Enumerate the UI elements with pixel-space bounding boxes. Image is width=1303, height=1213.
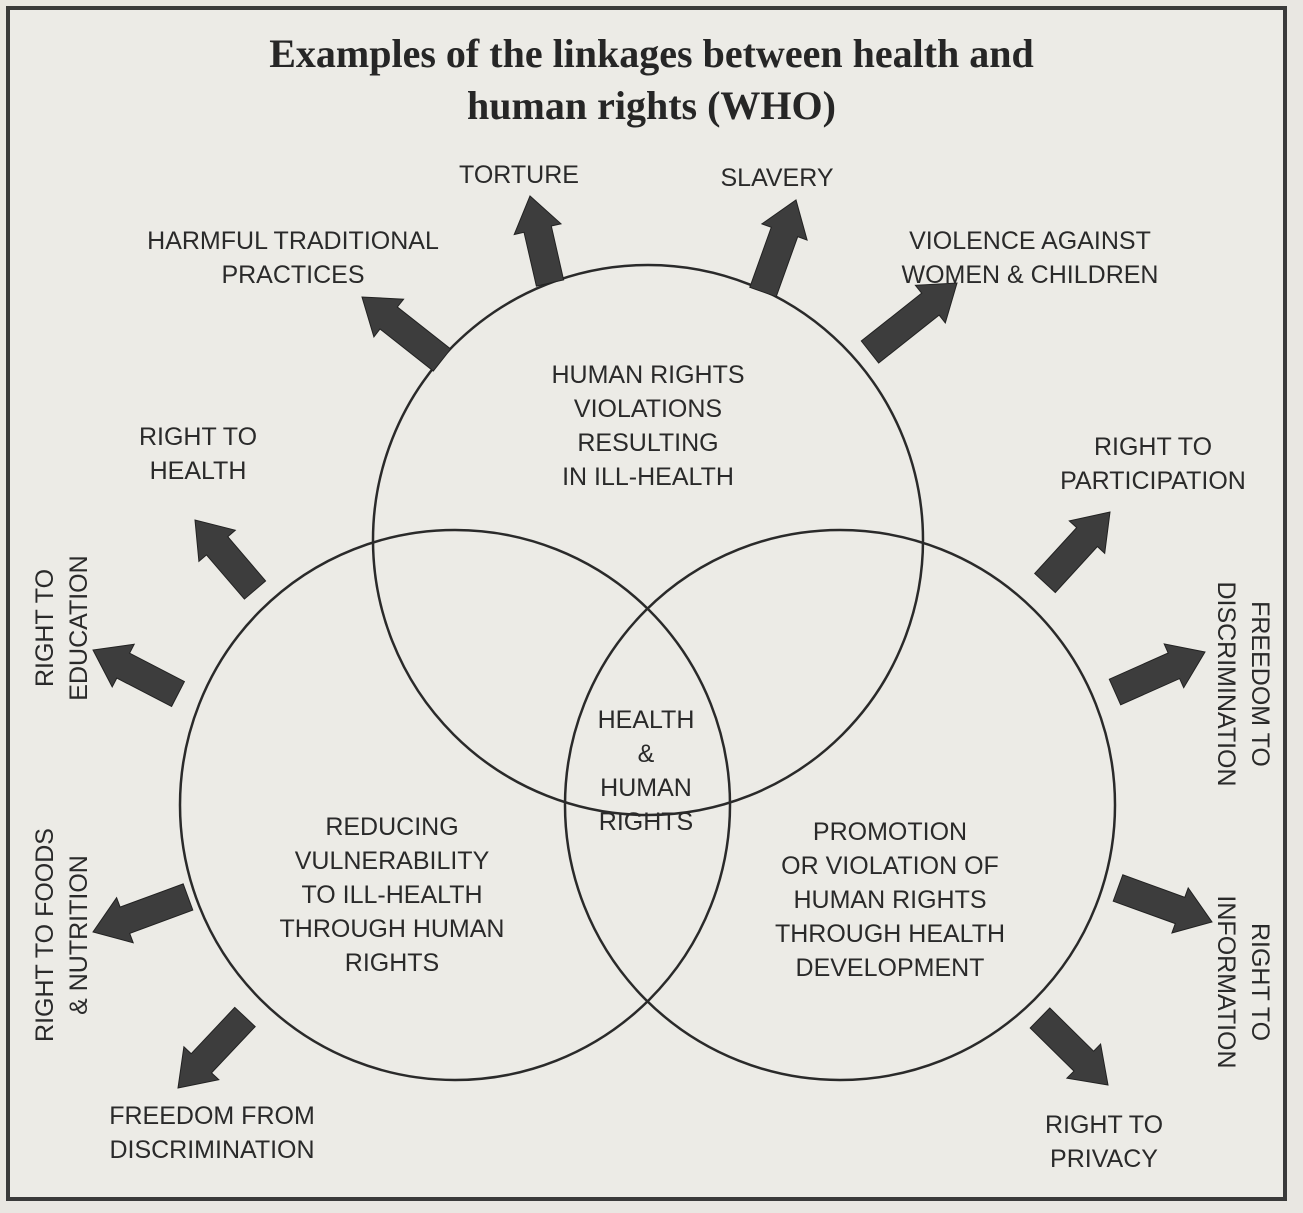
top-circle-label: HUMAN RIGHTS VIOLATIONS RESULTING IN ILL… — [551, 358, 744, 494]
label-line: WOMEN & CHILDREN — [901, 261, 1159, 289]
arrow-health — [194, 519, 267, 600]
right-circle-line: PROMOTION — [812, 818, 968, 846]
label-freedom-from-discrimination: FREEDOM FROM DISCRIMINATION — [109, 1099, 315, 1167]
label-line: INFORMATION — [1212, 895, 1240, 1069]
label-line: & NUTRITION — [65, 855, 93, 1015]
circle-left — [178, 528, 732, 1082]
left-circle-line: VULNERABILITY — [294, 847, 490, 875]
arrow-slavery — [749, 199, 808, 298]
circle-top — [371, 263, 925, 817]
right-circle-line: DEVELOPMENT — [795, 954, 985, 982]
circle-right — [563, 528, 1117, 1082]
right-circle-line: THROUGH HEALTH — [774, 920, 1006, 948]
label-line: DISCRIMINATION — [109, 1136, 315, 1164]
label-line: PARTICIPATION — [1060, 467, 1246, 495]
label-line: RIGHT TO — [1246, 922, 1274, 1042]
right-circle-label: PROMOTION OR VIOLATION OF HUMAN RIGHTS T… — [775, 815, 1005, 985]
title-line-2: human rights (WHO) — [467, 83, 836, 128]
left-circle-line: REDUCING — [325, 813, 459, 841]
label-line: DISCRIMINATION — [1212, 581, 1240, 787]
label-line: RIGHT TO — [1093, 433, 1213, 461]
label-line: FREEDOM FROM — [109, 1102, 315, 1130]
label-line: RIGHT TO — [138, 423, 258, 451]
label-right-to-participation: RIGHT TO PARTICIPATION — [1060, 430, 1246, 498]
center-line: HEALTH — [597, 706, 695, 734]
title-line-1: Examples of the linkages between health … — [269, 31, 1034, 76]
label-line: HEALTH — [149, 457, 247, 485]
label-right-to-privacy: RIGHT TO PRIVACY — [1045, 1108, 1163, 1176]
center-line: HUMAN — [600, 774, 692, 802]
label-right-to-education: RIGHT TO EDUCATION — [28, 555, 96, 700]
label-right-to-information: RIGHT TO INFORMATION — [1209, 895, 1277, 1068]
arrow-discrimination — [177, 1006, 256, 1089]
right-circle-line: HUMAN RIGHTS — [793, 886, 987, 914]
arrow-privacy — [1029, 1007, 1109, 1086]
left-circle-line: RIGHTS — [344, 949, 440, 977]
arrow-torture — [513, 195, 565, 287]
arrow-violence — [860, 282, 958, 364]
label-line: VIOLENCE AGAINST — [909, 227, 1151, 255]
arrow-education — [92, 643, 186, 708]
center-line: & — [637, 740, 655, 768]
top-circle-line: VIOLATIONS — [573, 395, 723, 423]
label-violence: VIOLENCE AGAINST WOMEN & CHILDREN — [902, 224, 1159, 292]
center-line: RIGHTS — [598, 808, 694, 836]
label-line: EDUCATION — [65, 555, 93, 701]
left-circle-label: REDUCING VULNERABILITY TO ILL-HEALTH THR… — [280, 810, 505, 980]
label-right-to-foods: RIGHT TO FOODS & NUTRITION — [28, 828, 96, 1042]
label-line: PRIVACY — [1050, 1145, 1158, 1173]
arrow-foods — [92, 883, 194, 944]
arrow-participation — [1033, 511, 1111, 594]
label-slavery: SLAVERY — [720, 161, 833, 195]
top-circle-line: IN ILL-HEALTH — [562, 463, 734, 491]
top-circle-line: HUMAN RIGHTS — [551, 361, 745, 389]
right-circle-line: OR VIOLATION OF — [781, 852, 999, 880]
label-freedom-to-information: FREEDOM TO DISCRIMINATION — [1209, 581, 1277, 786]
arrow-harmful — [361, 296, 452, 372]
label-line: RIGHT TO — [1044, 1111, 1164, 1139]
arrow-freedom-info — [1108, 643, 1206, 706]
label-line: RIGHT TO — [31, 568, 59, 688]
label-line: PRACTICES — [221, 261, 365, 289]
label-torture: TORTURE — [459, 158, 579, 192]
center-label: HEALTH & HUMAN RIGHTS — [598, 703, 695, 839]
left-circle-line: THROUGH HUMAN — [279, 915, 505, 943]
label-right-to-health: RIGHT TO HEALTH — [139, 420, 257, 488]
label-harmful-practices: HARMFUL TRADITIONAL PRACTICES — [147, 224, 439, 292]
label-line: SLAVERY — [720, 164, 834, 192]
label-line: HARMFUL TRADITIONAL — [147, 227, 439, 255]
top-circle-line: RESULTING — [577, 429, 719, 457]
label-line: FREEDOM TO — [1246, 601, 1274, 767]
label-line: TORTURE — [459, 161, 579, 189]
arrow-right-info — [1112, 874, 1213, 934]
label-line: RIGHT TO FOODS — [31, 828, 59, 1042]
left-circle-line: TO ILL-HEALTH — [301, 881, 483, 909]
diagram-title: Examples of the linkages between health … — [0, 28, 1303, 132]
